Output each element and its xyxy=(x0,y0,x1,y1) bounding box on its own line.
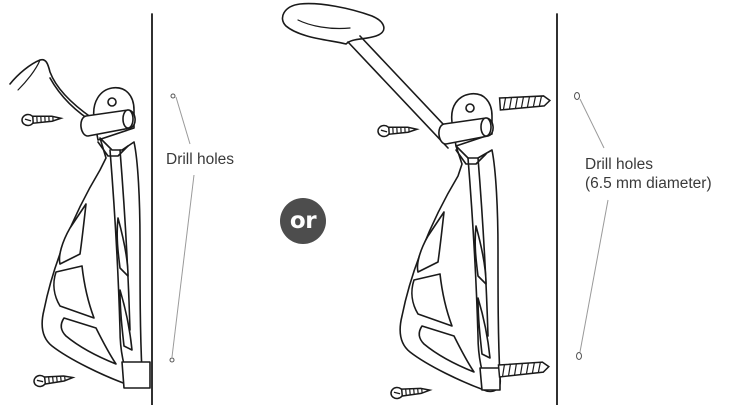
right-assembly xyxy=(281,2,558,405)
left-assembly xyxy=(9,13,153,405)
right-screw-top xyxy=(376,123,418,138)
left-drill-hole-bottom xyxy=(169,357,175,363)
left-screw-top xyxy=(20,112,62,127)
left-hook-wire xyxy=(9,58,107,129)
left-drill-hole-top xyxy=(170,93,176,99)
or-badge: or xyxy=(280,198,326,244)
right-drill-holes-diameter: (6.5 mm diameter) xyxy=(585,175,712,192)
right-anchor-bottom xyxy=(497,359,551,378)
right-screw-bottom xyxy=(389,383,432,400)
or-text: or xyxy=(289,208,317,234)
left-drill-leaders xyxy=(171,96,195,358)
right-anchor-top xyxy=(498,93,552,111)
right-hook-wire xyxy=(281,2,385,45)
right-drill-hole-bottom xyxy=(576,352,582,360)
left-drill-holes-label: Drill holes xyxy=(166,151,235,168)
left-screw-bottom xyxy=(32,371,75,388)
right-drill-hole-top xyxy=(574,92,580,100)
right-drill-holes-label: Drill holes xyxy=(585,156,654,173)
right-drill-leaders xyxy=(579,98,609,353)
